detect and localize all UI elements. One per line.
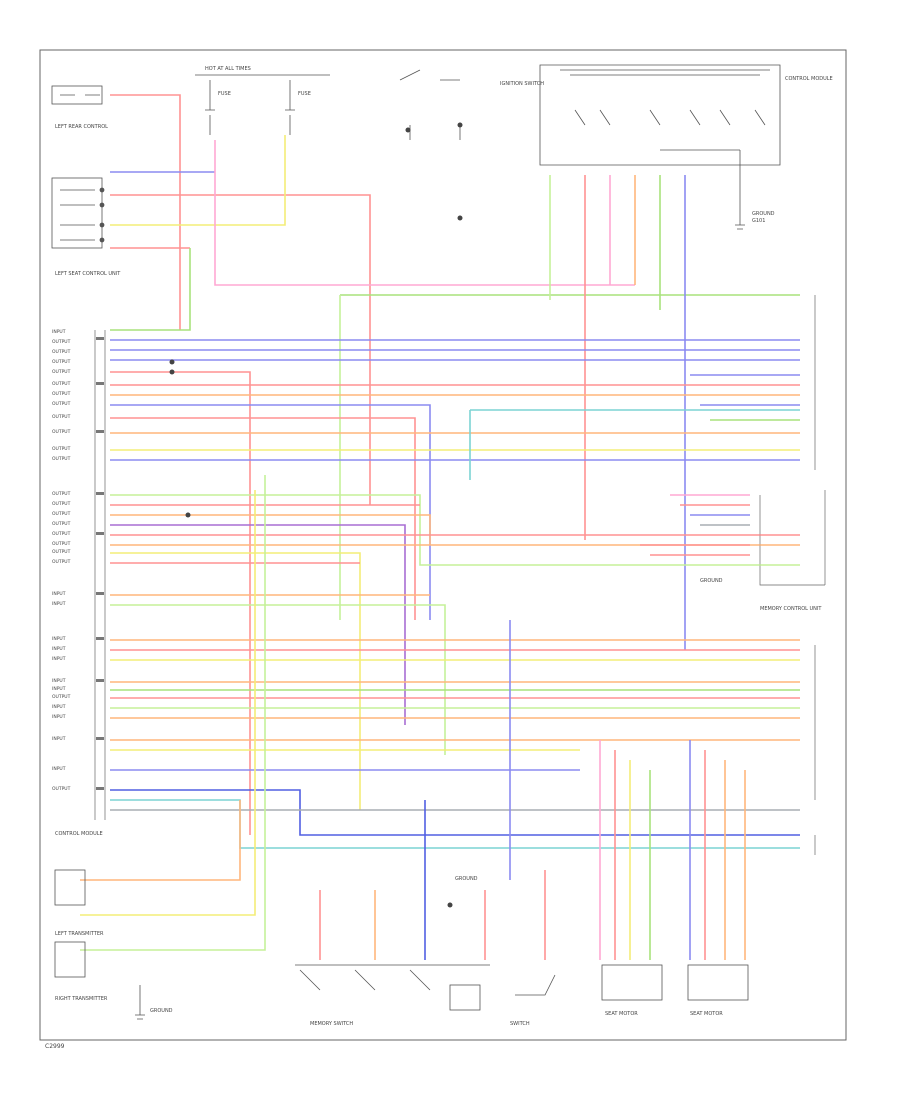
left-pin-label: OUTPUT	[52, 381, 71, 387]
left-pin-label: OUTPUT	[52, 359, 71, 365]
left-pin-label: OUTPUT	[52, 501, 71, 507]
ground-top-sub-label: G101	[752, 218, 765, 224]
top-left-components	[51, 85, 105, 249]
left-pin-label: INPUT	[52, 601, 66, 607]
left-pin-label: INPUT	[52, 714, 66, 720]
left-pin-labels: INPUT OUTPUT OUTPUT OUTPUT OUTPUT OUTPUT OUTPU…	[52, 329, 71, 792]
left-pin-label: OUTPUT	[52, 694, 71, 700]
diagram-frame	[39, 49, 847, 1041]
top-right-relay-block	[539, 64, 781, 230]
splice-points	[169, 122, 463, 908]
fuse-a-label: FUSE	[218, 91, 231, 97]
left-pin-label: OUTPUT	[52, 511, 71, 517]
left-pin-label: INPUT	[52, 704, 66, 710]
memory-switch-box	[449, 984, 481, 1011]
left-pin-label: INPUT	[52, 686, 66, 692]
wire-bundle	[80, 94, 800, 960]
seat-motor-b-box	[687, 964, 749, 1001]
left-pin-label: OUTPUT	[52, 391, 71, 397]
left-comp2-label: LEFT SEAT CONTROL UNIT	[55, 271, 121, 277]
fuse-b-label: FUSE	[298, 91, 311, 97]
footer-code: C2999	[45, 1043, 65, 1050]
left-pin-label: INPUT	[52, 656, 66, 662]
left-pin-label: OUTPUT	[52, 456, 71, 462]
left-pin-label: OUTPUT	[52, 786, 71, 792]
left-pin-label: INPUT	[52, 736, 66, 742]
wire-pink-top	[214, 140, 635, 286]
labels: HOT AT ALL TIMES FUSE FUSE IGNITION SWIT…	[45, 66, 833, 1050]
top-fuse-box-label: HOT AT ALL TIMES	[205, 66, 251, 72]
left-pin-label: OUTPUT	[52, 549, 71, 555]
left-comp3-label: CONTROL MODULE	[55, 831, 103, 837]
left-pin-label: OUTPUT	[52, 339, 71, 345]
seat-motor-a-label: SEAT MOTOR	[605, 1011, 638, 1017]
right-connector-column	[759, 295, 826, 855]
left-pin-label: INPUT	[52, 646, 66, 652]
switch-b-label: SWITCH	[510, 1021, 530, 1027]
top-fuse-area	[195, 69, 461, 140]
left-pin-label: OUTPUT	[52, 521, 71, 527]
wire-red-2	[110, 194, 371, 505]
left-pin-label: INPUT	[52, 329, 66, 335]
left-pin-label: OUTPUT	[52, 349, 71, 355]
wire-yellow-2	[110, 135, 286, 226]
right-module-top-label: CONTROL MODULE	[785, 76, 833, 82]
left-pin-label: INPUT	[52, 636, 66, 642]
left-pin-label: INPUT	[52, 766, 66, 772]
left-comp1-label: LEFT REAR CONTROL	[55, 124, 108, 130]
left-pin-label: OUTPUT	[52, 446, 71, 452]
bottom-components	[54, 869, 749, 1020]
left-pin-label: OUTPUT	[52, 369, 71, 375]
left-pin-label: INPUT	[52, 678, 66, 684]
right-transmitter-box	[54, 941, 86, 978]
left-pin-markers	[96, 337, 104, 790]
left-pin-label: OUTPUT	[52, 491, 71, 497]
memory-switch-label: MEMORY SWITCH	[310, 1021, 353, 1027]
left-pin-label: OUTPUT	[52, 401, 71, 407]
left-pin-label: OUTPUT	[52, 541, 71, 547]
ground-bottom-label: GROUND	[455, 876, 478, 882]
ignition-switch-label: IGNITION SWITCH	[500, 81, 544, 87]
ground-left-label: GROUND	[150, 1008, 173, 1014]
left-comp4-label: LEFT TRANSMITTER	[55, 931, 104, 937]
left-transmitter-box	[54, 869, 86, 906]
ground-right-label: GROUND	[700, 578, 723, 584]
seat-motor-b-label: SEAT MOTOR	[690, 1011, 723, 1017]
seat-motor-a-box	[601, 964, 663, 1001]
left-pin-label: OUTPUT	[52, 429, 71, 435]
left-pin-label: OUTPUT	[52, 559, 71, 565]
right-module-mid-label: MEMORY CONTROL UNIT	[760, 606, 822, 612]
left-pin-label: INPUT	[52, 591, 66, 597]
left-pin-label: OUTPUT	[52, 531, 71, 537]
left-pin-label: OUTPUT	[52, 414, 71, 420]
wire-red-top	[110, 94, 181, 330]
left-comp5-label: RIGHT TRANSMITTER	[55, 996, 108, 1002]
ground-top-label: GROUND	[752, 211, 775, 217]
left-connector-column	[94, 330, 106, 820]
wire-green-left	[110, 248, 191, 331]
